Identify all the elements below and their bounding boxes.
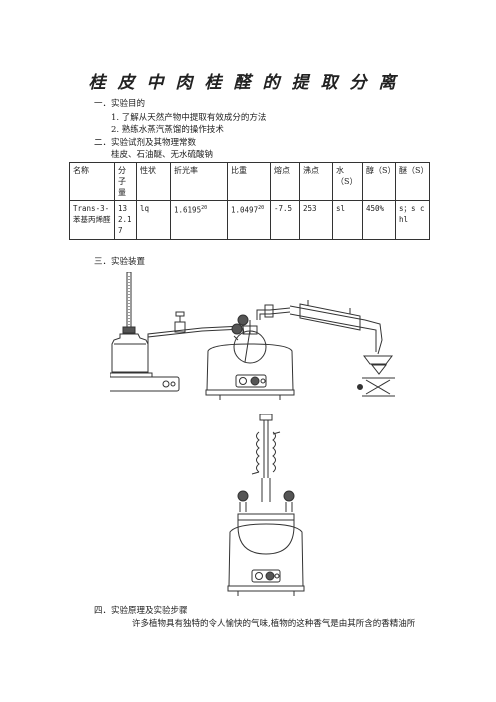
header-state: 性状 <box>136 162 171 201</box>
thermometer <box>126 272 132 331</box>
refraction-value: 1.6195 <box>174 205 202 215</box>
reagent-list: 桂皮、石油醚、无水硫酸钠 <box>111 150 214 160</box>
section-apparatus: 三．实验装置 <box>94 257 146 267</box>
cell-mw: 132.17 <box>114 200 137 240</box>
header-name: 名称 <box>69 162 115 201</box>
cell-name: Trans-3-苯基丙烯醛 <box>69 200 115 240</box>
reflux-diagram <box>227 414 305 596</box>
hot-plate-stirrer <box>110 372 180 392</box>
three-neck-flask <box>237 478 295 555</box>
page-title: 桂皮中肉桂醛的提取分离 <box>88 73 408 93</box>
header-alcohol: 醇（S） <box>362 162 396 201</box>
section-principle: 四．实验原理及实验步骤 <box>94 606 188 616</box>
section-reagents: 二．实验试剂及其物理常数 <box>94 138 197 148</box>
lab-jack <box>357 377 395 397</box>
section-objective: 一．实验目的 <box>94 99 146 109</box>
round-bottom-flask <box>231 314 267 364</box>
table-header-row: 名称 分子量 性状 折光率 比重 熔点 沸点 水（S） 醇（S） 醚（S） <box>69 162 430 201</box>
table-row: Trans-3-苯基丙烯醛 132.17 lq 1.619520 1.04972… <box>69 200 430 240</box>
adapter-receiver <box>363 319 393 375</box>
condenser <box>256 300 366 331</box>
heating-mantle <box>205 343 295 400</box>
cell-refraction: 1.619520 <box>170 200 228 240</box>
cell-ether: s；s chl <box>395 200 430 240</box>
cell-alcohol: 450% <box>362 200 396 240</box>
refraction-temp: 20 <box>201 205 208 211</box>
header-refraction: 折光率 <box>170 162 228 201</box>
header-water: 水（S） <box>332 162 363 201</box>
header-density: 比重 <box>227 162 271 201</box>
header-mp: 熔点 <box>270 162 300 201</box>
cell-bp: 253 <box>299 200 333 240</box>
reflux-heating-mantle <box>227 523 305 596</box>
cell-density: 1.049720 <box>227 200 271 240</box>
cell-mp: -7.5 <box>270 200 300 240</box>
density-temp: 20 <box>258 205 265 211</box>
cell-water: sl <box>332 200 363 240</box>
steam-generator-bottle <box>111 326 149 373</box>
objective-item-2: 2. 熟练水蒸汽蒸馏的操作技术 <box>111 125 224 135</box>
objective-item-1: 1. 了解从天然产物中提取有效成分的方法 <box>111 113 267 123</box>
cell-state: lq <box>136 200 171 240</box>
header-mw: 分子量 <box>114 162 137 201</box>
header-ether: 醚（S） <box>395 162 430 201</box>
physical-constants-table: 名称 分子量 性状 折光率 比重 熔点 沸点 水（S） 醇（S） 醚（S） Tr… <box>69 162 430 240</box>
reflux-condenser <box>251 414 281 478</box>
principle-paragraph: 许多植物具有独特的令人愉快的气味,植物的这种香气是由其所含的香精油所 <box>132 619 416 629</box>
t-tube-clamp <box>174 311 186 333</box>
header-bp: 沸点 <box>299 162 333 201</box>
steam-distillation-diagram <box>110 272 395 400</box>
density-value: 1.0497 <box>231 205 259 215</box>
